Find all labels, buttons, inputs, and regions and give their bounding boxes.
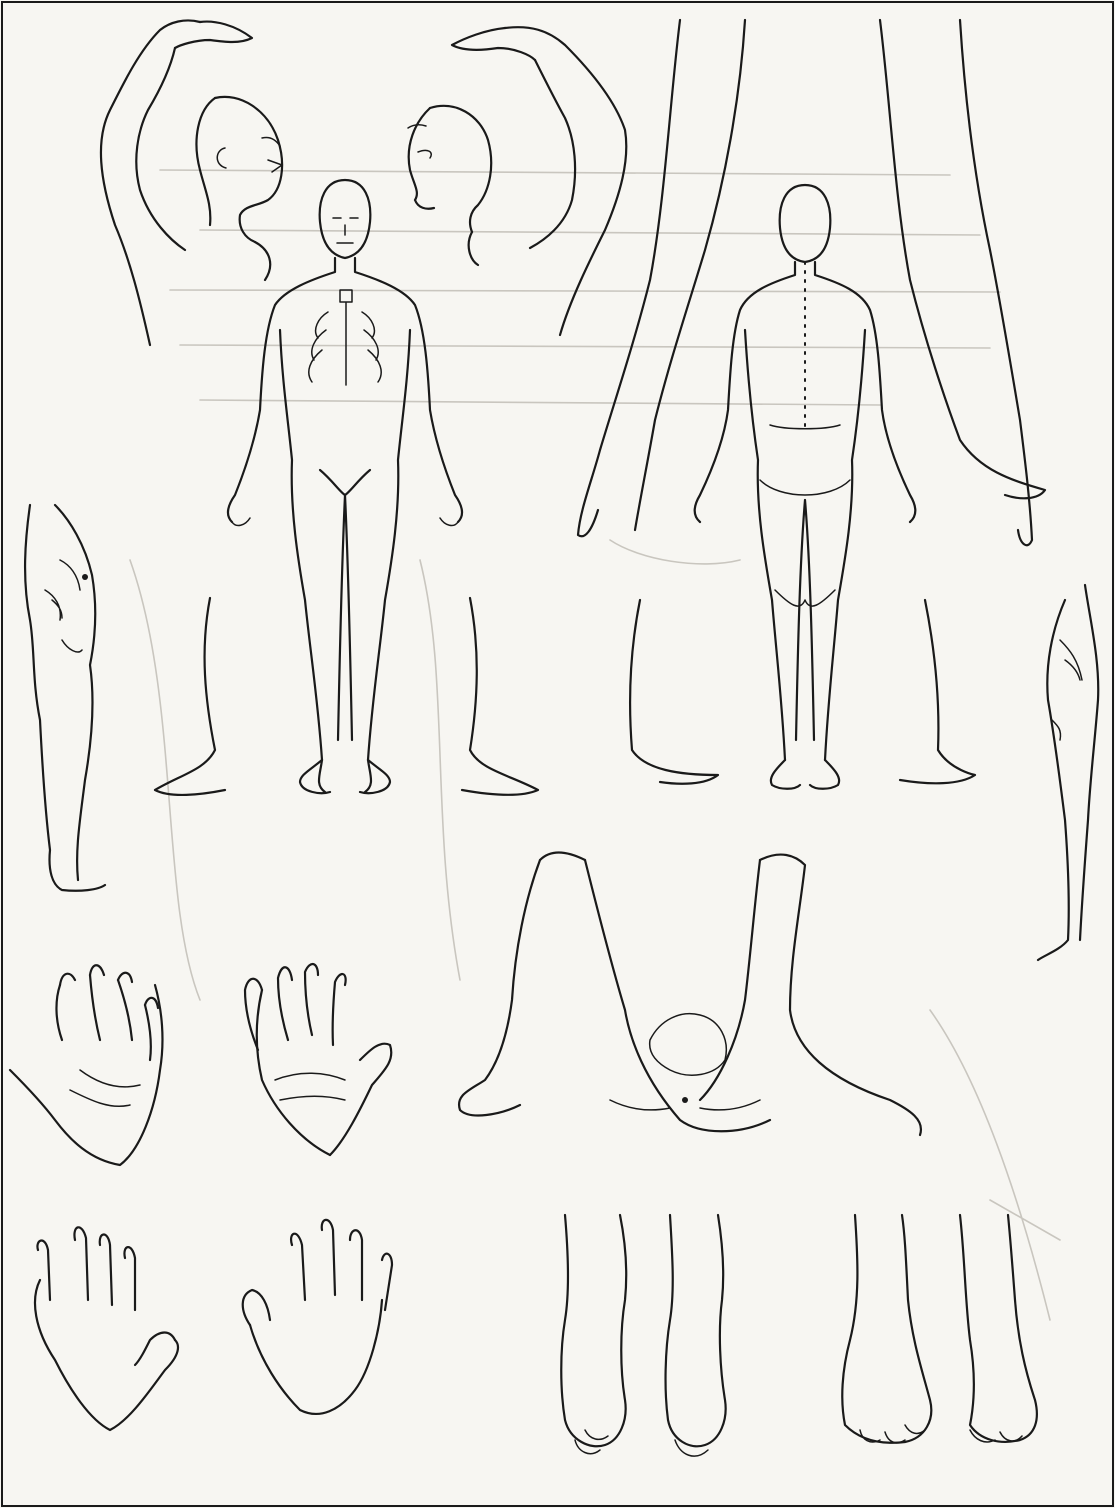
side-view-marker — [82, 574, 88, 580]
full-body-back-icon — [695, 185, 916, 789]
head-arm-raised-left-profile-icon — [408, 27, 626, 335]
perineal-marker — [682, 1097, 688, 1103]
back-of-hand-icon — [35, 1220, 392, 1430]
full-body-front-icon — [228, 180, 462, 793]
sole-of-foot-icon — [561, 1215, 725, 1456]
head-arm-raised-right-profile-icon — [101, 20, 282, 345]
palm-icon — [10, 964, 391, 1165]
body-side-right-icon — [1038, 585, 1098, 960]
perineal-view-icon — [459, 853, 921, 1136]
body-side-left-icon — [25, 505, 105, 891]
top-of-foot-icon — [842, 1215, 1037, 1443]
background-arm-outlines — [155, 598, 538, 795]
bleed-through-layer — [130, 170, 1060, 1320]
